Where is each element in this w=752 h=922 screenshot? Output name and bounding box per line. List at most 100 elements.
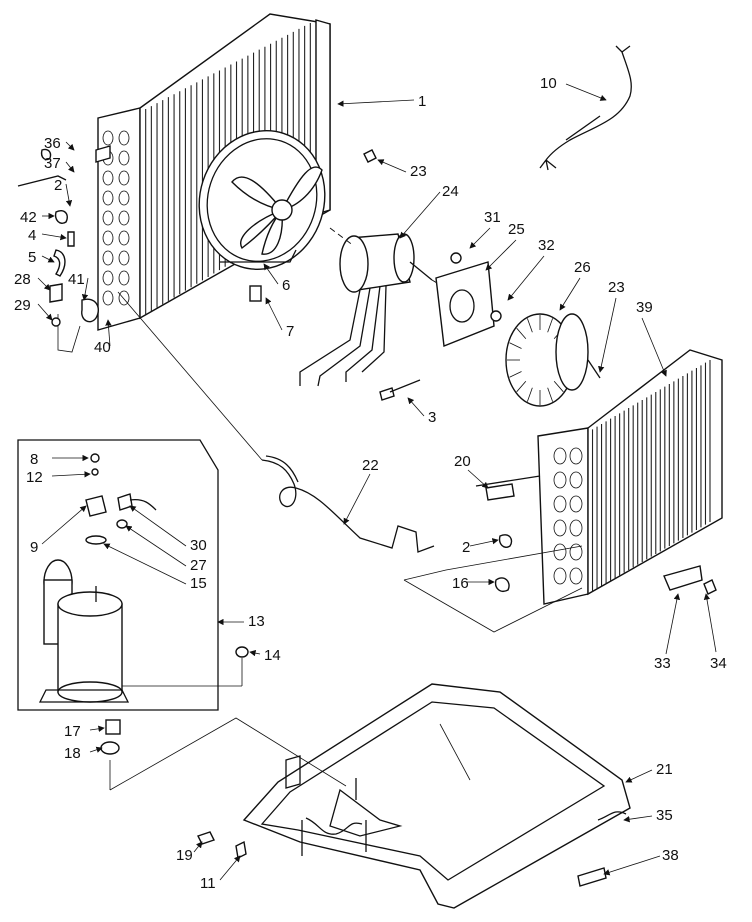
leader-line <box>41 255 55 263</box>
label-part-13: 13 <box>248 613 265 630</box>
label-part-21: 21 <box>656 761 673 778</box>
label-part-1: 1 <box>418 93 426 110</box>
condenser-tube-bend <box>118 130 130 146</box>
label-part-23b: 23 <box>608 279 625 296</box>
motor-mount-bracket <box>435 252 502 347</box>
assembly-leaders <box>109 291 583 791</box>
leader-line <box>559 277 581 311</box>
label-part-16: 16 <box>452 575 469 592</box>
leader-line <box>51 471 91 478</box>
blower-vane <box>516 327 527 340</box>
compressor-grommet-nut <box>100 646 249 755</box>
label-part-30: 30 <box>190 537 207 554</box>
small-hardware <box>197 149 717 887</box>
leader-line <box>641 317 667 377</box>
leader-line <box>565 83 607 101</box>
label-part-19: 19 <box>176 847 193 864</box>
leader-line <box>65 161 75 173</box>
leader-line <box>103 543 187 585</box>
leader-line <box>665 593 681 655</box>
label-part-10: 10 <box>540 75 557 92</box>
label-part-29: 29 <box>14 297 31 314</box>
blower-vane <box>526 387 533 402</box>
leader-line <box>81 277 89 301</box>
leader-line <box>623 815 653 823</box>
condenser-tube-bend <box>102 190 114 206</box>
evaporator-tube-bend <box>553 495 567 513</box>
evaporator-tube-bend <box>553 567 567 585</box>
label-part-3: 3 <box>428 409 436 426</box>
condenser-fan-blade <box>231 166 323 255</box>
leader-line <box>407 397 425 417</box>
part-labels: 1 10 23 24 36 37 2 42 4 5 28 41 29 40 6 … <box>14 75 727 892</box>
leader-line <box>263 263 279 285</box>
leader-line <box>125 525 187 567</box>
leader-line <box>219 855 241 881</box>
leader-line <box>703 593 717 653</box>
evaporator-tube-bend <box>553 447 567 465</box>
label-part-22: 22 <box>362 457 379 474</box>
leader-line <box>193 841 203 853</box>
compressor-group-box <box>17 439 219 711</box>
condenser-tube-bend <box>102 210 114 226</box>
condenser-tube-bend <box>118 170 130 186</box>
callout-leaders <box>37 83 717 881</box>
fan-clip <box>249 285 262 302</box>
refrigerant-tubing <box>17 145 541 592</box>
label-part-38: 38 <box>662 847 679 864</box>
blower-vane <box>526 318 533 333</box>
evaporator-tube-bend <box>569 543 583 561</box>
condenser-tube-bend <box>102 130 114 146</box>
label-part-28: 28 <box>14 271 31 288</box>
leader-line <box>41 233 67 241</box>
leader-line <box>399 191 441 239</box>
condenser-tube-bend <box>118 210 130 226</box>
leader-line <box>625 769 653 783</box>
label-part-2: 2 <box>54 177 62 194</box>
blower-vane <box>547 387 554 402</box>
leader-line <box>603 855 661 876</box>
condenser-tube-bend <box>118 150 130 166</box>
label-part-26: 26 <box>574 259 591 276</box>
leader-line <box>89 725 105 732</box>
leader-line <box>65 141 75 151</box>
condenser-tube-bend <box>118 230 130 246</box>
leader-line <box>249 649 261 657</box>
blower-vane <box>509 371 522 378</box>
leader-line <box>469 227 491 249</box>
label-part-32: 32 <box>538 237 555 254</box>
leader-line <box>507 255 545 301</box>
blower-vane <box>553 380 564 393</box>
label-part-4: 4 <box>28 227 36 244</box>
fan-motor <box>299 227 501 387</box>
label-part-6: 6 <box>282 277 290 294</box>
base-pan <box>242 683 631 909</box>
evaporator-tube-bend <box>553 543 567 561</box>
terminal-cover-parts <box>85 453 157 545</box>
leader-line <box>129 505 187 547</box>
leader-line <box>467 469 489 489</box>
label-part-23: 23 <box>410 163 427 180</box>
condenser-tube-bend <box>102 170 114 186</box>
label-part-11: 11 <box>200 875 216 892</box>
leader-line <box>65 183 73 207</box>
label-part-35: 35 <box>656 807 673 824</box>
label-part-8: 8 <box>30 451 38 468</box>
condenser-tube-bend <box>102 250 114 266</box>
label-part-25: 25 <box>508 221 525 238</box>
label-part-12: 12 <box>26 469 43 486</box>
power-cord <box>539 45 632 171</box>
leader-line <box>598 297 617 373</box>
label-part-20: 20 <box>454 453 471 470</box>
blower-vane <box>509 342 522 349</box>
label-part-18: 18 <box>64 745 81 762</box>
evaporator-tube-bend <box>553 471 567 489</box>
label-part-31: 31 <box>484 209 501 226</box>
label-part-36: 36 <box>44 135 61 152</box>
label-part-37: 37 <box>44 155 61 172</box>
evaporator-tube-bend <box>569 471 583 489</box>
label-part-2b: 2 <box>462 539 470 556</box>
label-part-27: 27 <box>190 557 207 574</box>
label-part-33: 33 <box>654 655 671 672</box>
